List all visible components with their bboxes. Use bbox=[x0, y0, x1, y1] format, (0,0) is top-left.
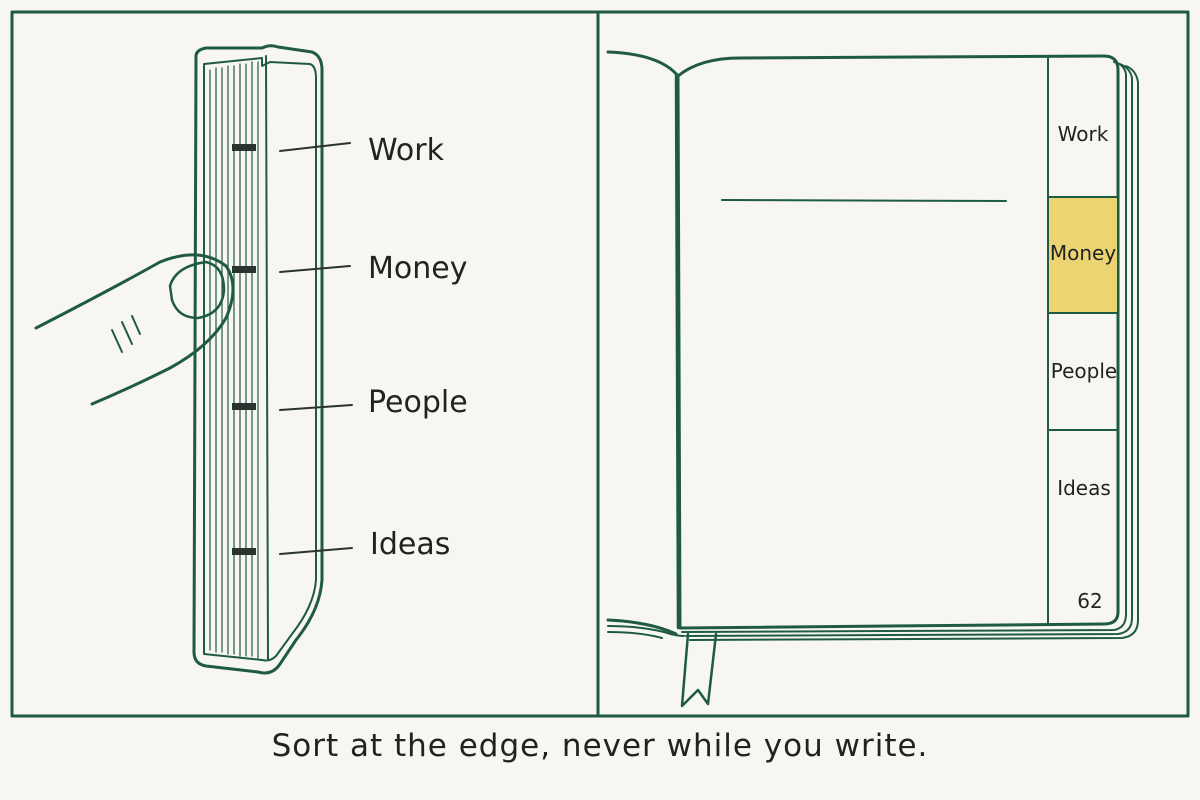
tab-label-work: Work bbox=[1058, 122, 1109, 146]
page-number: 62 bbox=[1077, 589, 1102, 613]
tab-label-money: Money bbox=[1050, 241, 1116, 265]
open-notebook: Work Money People Ideas 62 bbox=[606, 50, 1139, 708]
tab-label-ideas: Ideas bbox=[1057, 476, 1111, 500]
edge-mark-money bbox=[232, 266, 256, 273]
edge-label-ideas: Ideas bbox=[370, 527, 450, 562]
tab-money-highlight bbox=[1049, 197, 1117, 313]
leader-lines bbox=[279, 142, 353, 555]
edge-label-work: Work bbox=[368, 133, 445, 168]
caption: Sort at the edge, never while you write. bbox=[271, 728, 929, 764]
page-stack-lines bbox=[209, 61, 259, 659]
edge-marks bbox=[232, 144, 256, 555]
edge-label-people: People bbox=[368, 385, 468, 420]
heading-rule bbox=[721, 199, 1007, 202]
edge-mark-people bbox=[232, 403, 256, 410]
closed-notebook: Work Money People Ideas bbox=[192, 44, 468, 675]
thumb-illustration bbox=[34, 253, 235, 406]
edge-mark-work bbox=[232, 144, 256, 151]
tab-label-people: People bbox=[1051, 359, 1117, 383]
edge-label-money: Money bbox=[368, 251, 467, 286]
ribbon-bookmark bbox=[680, 632, 718, 708]
outer-frame bbox=[10, 10, 1190, 718]
edge-mark-ideas bbox=[232, 548, 256, 555]
